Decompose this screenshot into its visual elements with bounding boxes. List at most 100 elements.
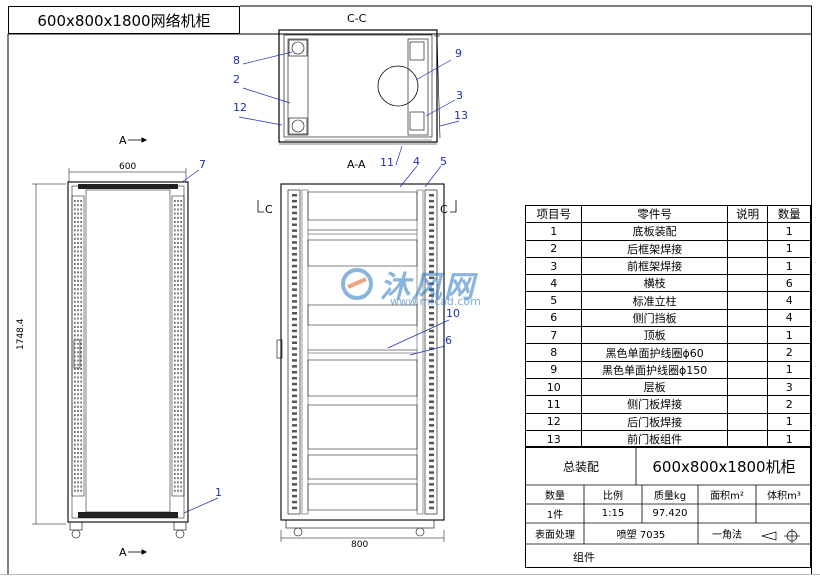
section-arrows [128, 137, 148, 555]
qty-label: 数量 [545, 491, 565, 502]
mass-value: 97.420 [652, 508, 688, 519]
parts-cell-part-name: 侧门板焊接 [581, 395, 728, 414]
parts-cell-item-no: 2 [524, 239, 583, 258]
parts-cell-description [726, 274, 769, 293]
parts-cell-quantity: 3 [767, 377, 811, 397]
parts-cell-part-name: 后门板焊接 [581, 412, 728, 431]
parts-cell-part-name: 黑色单面护线圈ϕ150 [581, 360, 728, 379]
dim-side-depth: 800 [351, 540, 369, 550]
title-block: 总装配 600x800x1800机柜 数量 比例 质量kg 面积m² 体积m³ … [525, 446, 812, 568]
parts-cell-item-no: 9 [524, 360, 583, 379]
surface-value: 喷塑 7035 [616, 530, 666, 541]
callout-10: 10 [446, 307, 460, 320]
parts-cell-description [726, 308, 769, 328]
projection-label: 一角法 [712, 530, 742, 541]
volume-label: 体积m³ [767, 491, 801, 502]
parts-cell-item-no: 8 [524, 343, 583, 362]
parts-cell-part-name: 后框架焊接 [581, 239, 728, 258]
parts-cell-quantity: 1 [767, 326, 811, 345]
parts-cell-description [726, 239, 769, 258]
parts-cell-part-name: 顶板 [581, 326, 728, 345]
front-vent-pattern [74, 200, 182, 492]
section-cc-view [278, 29, 441, 145]
side-section-view [257, 183, 457, 542]
parts-cell-item-no: 3 [524, 256, 583, 276]
callout-9: 9 [455, 47, 462, 60]
parts-cell-part-name: 侧门挡板 [581, 308, 728, 328]
parts-table-header: 项目号 零件号 说明 数量 [524, 204, 811, 224]
watermark-url: www.mfcad.com [390, 295, 481, 308]
parts-cell-item-no: 7 [524, 326, 583, 345]
group-label: 组件 [573, 550, 595, 564]
parts-cell-description [726, 395, 769, 414]
callout-12: 12 [233, 101, 247, 114]
parts-cell-quantity: 1 [767, 412, 811, 431]
parts-cell-part-name: 底板装配 [581, 222, 728, 241]
qty-value: 1件 [546, 510, 564, 521]
arrow-a-bottom-label: A [119, 546, 127, 559]
parts-cell-part-name: 前门板组件 [581, 429, 728, 449]
dim-front-height: 1748.4 [16, 318, 26, 351]
parts-cell-description [726, 412, 769, 431]
surface-label: 表面处理 [535, 530, 575, 541]
parts-cell-part-name: 层板 [581, 377, 728, 397]
leader-lines [181, 51, 460, 514]
header-quantity: 数量 [767, 204, 811, 224]
parts-cell-description [726, 377, 769, 397]
parts-cell-quantity: 2 [767, 395, 811, 414]
assembly-name: 600x800x1800机柜 [652, 457, 796, 476]
callout-8: 8 [233, 54, 240, 67]
parts-cell-quantity: 4 [767, 308, 811, 328]
parts-cell-quantity: 1 [767, 429, 811, 449]
mass-label: 质量kg [653, 491, 687, 502]
parts-cell-description [726, 343, 769, 362]
parts-cell-item-no: 1 [524, 222, 583, 241]
front-view [32, 168, 189, 539]
arrow-c-right-label: C [440, 203, 448, 216]
parts-cell-item-no: 12 [524, 412, 583, 431]
parts-cell-quantity: 2 [767, 343, 811, 362]
callout-2: 2 [233, 73, 240, 86]
parts-cell-item-no: 5 [524, 291, 583, 310]
callout-5: 5 [440, 155, 447, 168]
parts-cell-item-no: 11 [524, 395, 583, 414]
header-description: 说明 [726, 204, 769, 224]
parts-cell-part-name: 黑色单面护线圈ϕ60 [581, 343, 728, 362]
parts-cell-item-no: 4 [524, 274, 583, 293]
parts-cell-description [726, 256, 769, 276]
watermark: 沐风网 [340, 262, 476, 306]
header-item-no: 项目号 [524, 204, 583, 224]
dim-front-width: 600 [119, 162, 137, 172]
projection-symbol [760, 529, 800, 543]
arrow-c-left-label: C [265, 203, 273, 216]
parts-cell-description [726, 326, 769, 345]
parts-cell-quantity: 4 [767, 291, 811, 310]
callout-4: 4 [413, 155, 420, 168]
watermark-logo-icon [341, 268, 373, 300]
parts-cell-quantity: 1 [767, 256, 811, 276]
scale-value: 1:15 [601, 508, 625, 519]
parts-cell-item-no: 13 [524, 429, 583, 449]
callout-1: 1 [215, 486, 222, 499]
arrow-a-top-label: A [119, 134, 127, 147]
area-label: 面积m² [710, 491, 744, 502]
scale-label: 比例 [603, 491, 623, 502]
parts-cell-quantity: 1 [767, 239, 811, 258]
parts-cell-part-name: 标准立柱 [581, 291, 728, 310]
section-aa-label: A-A [347, 158, 366, 171]
title-block-grid [526, 447, 812, 545]
assembly-label: 总装配 [562, 459, 599, 474]
section-cc-label: C-C [347, 12, 367, 25]
callout-3: 3 [456, 89, 463, 102]
callout-11: 11 [380, 156, 394, 169]
side-vent-pattern [292, 194, 434, 510]
